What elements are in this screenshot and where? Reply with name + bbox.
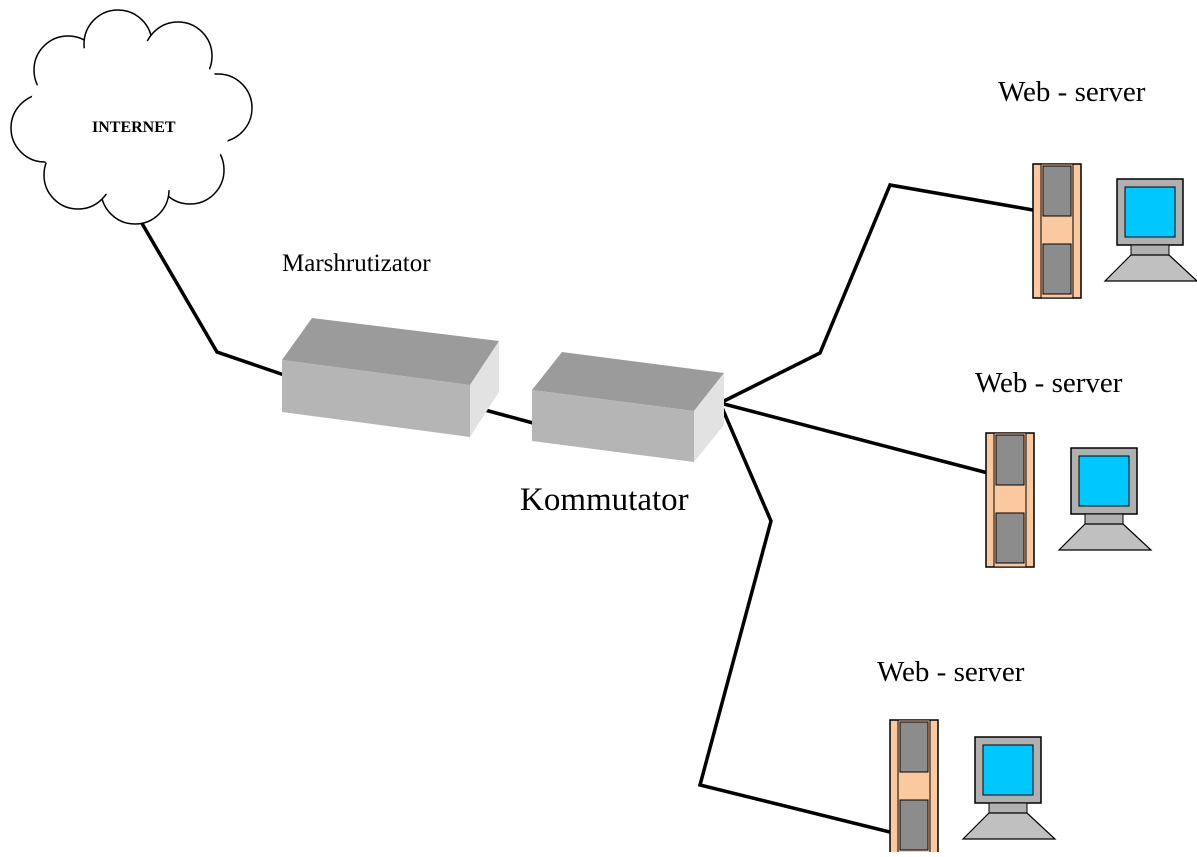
monitor-icon bbox=[1058, 447, 1152, 551]
server-tower-icon bbox=[889, 719, 939, 855]
monitor-icon bbox=[1104, 178, 1197, 282]
server-label-3: Web - server bbox=[877, 656, 1025, 688]
cable-internet-router bbox=[138, 219, 291, 379]
router-icon bbox=[282, 318, 499, 437]
switch-label: Kommutator bbox=[520, 482, 689, 518]
switch-icon bbox=[532, 352, 724, 462]
cable-switch-server-1 bbox=[719, 183, 1034, 405]
cable-router-switch bbox=[484, 408, 534, 425]
server-label-1: Web - server bbox=[998, 76, 1146, 108]
server-tower-icon bbox=[1032, 163, 1082, 299]
monitor-icon bbox=[962, 736, 1056, 840]
router-label: Marshrutizator bbox=[282, 250, 431, 277]
cloud-icon bbox=[10, 9, 253, 225]
cable-switch-server-3 bbox=[697, 402, 895, 835]
server-label-2: Web - server bbox=[975, 367, 1123, 399]
internet-label: INTERNET bbox=[92, 119, 176, 136]
server-tower-icon bbox=[985, 432, 1035, 568]
cable-switch-server-2 bbox=[719, 401, 989, 475]
cables bbox=[138, 183, 1034, 835]
